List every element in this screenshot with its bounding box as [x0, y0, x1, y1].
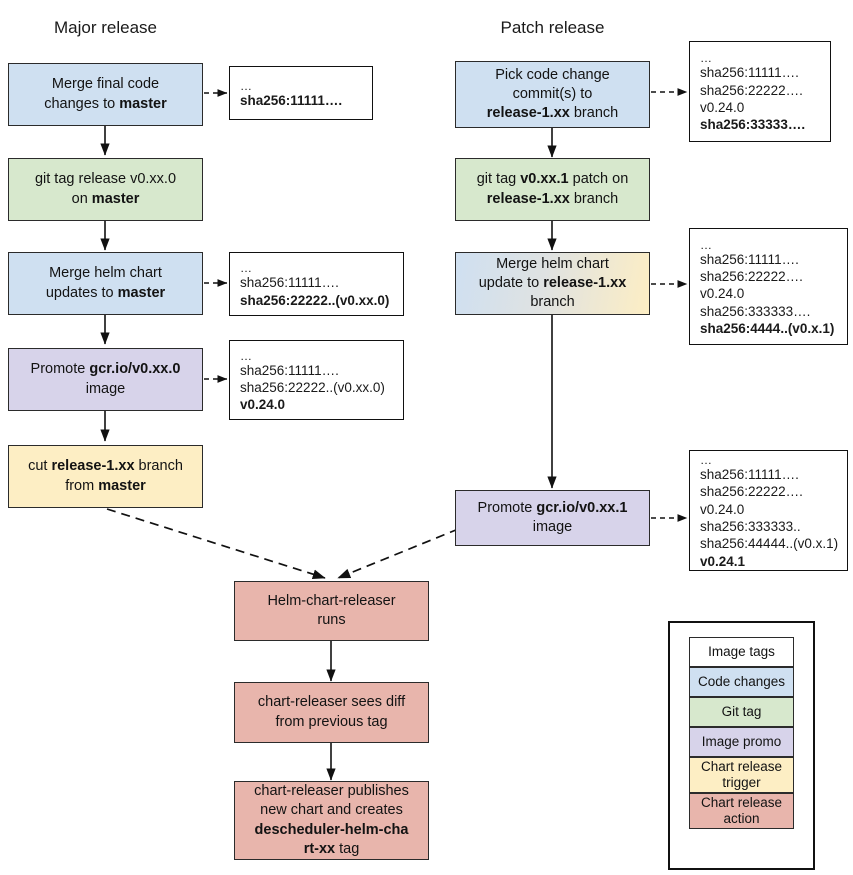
note-major-1: …sha256:11111….: [229, 66, 373, 120]
note-line: …: [700, 453, 714, 468]
note-line: v0.24.0: [700, 286, 745, 302]
note-line: v0.24.1: [700, 553, 746, 569]
legend-label: Image tags: [708, 643, 775, 659]
note-patch-3: …sha256:11111….sha256:22222….v0.24.0 sha2…: [689, 450, 848, 571]
note-line: sha256:4444..(v0.x.1): [700, 320, 835, 336]
note-line: …: [240, 78, 254, 93]
legend-item-image-promo: Image promo: [689, 727, 794, 757]
note-line: sha256:333333..: [700, 519, 801, 534]
legend-item-chart-release-action: Chart release action: [689, 793, 794, 829]
legend-label: Image promo: [701, 733, 782, 749]
legend-label: Chart release trigger: [700, 758, 783, 790]
legend-label: Git tag: [721, 703, 762, 719]
legend-item-chart-release-trigger: Chart release trigger: [689, 757, 794, 793]
legend-item-image-tags: Image tags: [689, 637, 794, 667]
note-line: sha256:333333….: [700, 303, 811, 319]
note-line: sha256:22222..(v0.xx.0): [240, 379, 385, 395]
note-line: sha256:11111….: [700, 251, 799, 267]
note-line: sha256:11111….: [240, 275, 339, 291]
note-line: …: [700, 51, 714, 66]
note-line: sha256:22222….: [700, 484, 803, 500]
legend-item-code-changes: Code changes: [689, 667, 794, 697]
note-line: v0.24.0: [700, 100, 745, 115]
note-line: sha256:11111….: [240, 92, 343, 108]
note-line: v0.24.0: [700, 501, 745, 517]
note-line: sha256:22222..(v0.xx.0): [240, 292, 390, 308]
note-major-2: …sha256:11111….sha256:22222..(v0.xx.0): [229, 252, 404, 316]
note-line: sha256:22222….: [700, 269, 803, 285]
note-line: sha256:11111….: [240, 362, 339, 378]
legend-panel: Image tags Code changes Git tag Image pr…: [668, 621, 815, 870]
legend-label: Code changes: [697, 673, 786, 689]
note-line: …: [240, 261, 254, 276]
note-line: sha256:22222….: [700, 82, 803, 98]
note-line: sha256:11111….: [700, 65, 799, 81]
legend-label: Chart release action: [700, 794, 783, 826]
note-line: sha256:33333….: [700, 117, 806, 133]
note-major-3: …sha256:11111….sha256:22222..(v0.xx.0) v0…: [229, 340, 404, 420]
legend-item-git-tag: Git tag: [689, 697, 794, 727]
note-patch-1: …sha256:11111….sha256:22222…. v0.24.0 sha2…: [689, 41, 831, 142]
note-line: sha256:11111….: [700, 467, 799, 483]
patch-release-title: Patch release: [500, 18, 605, 37]
note-line: …: [700, 237, 714, 252]
note-line: sha256:44444..(v0.x.1): [700, 536, 839, 552]
note-line: v0.24.0: [240, 397, 286, 413]
major-release-title: Major release: [54, 18, 157, 37]
trigger-edges: [106, 508, 501, 580]
note-line: …: [240, 348, 254, 363]
